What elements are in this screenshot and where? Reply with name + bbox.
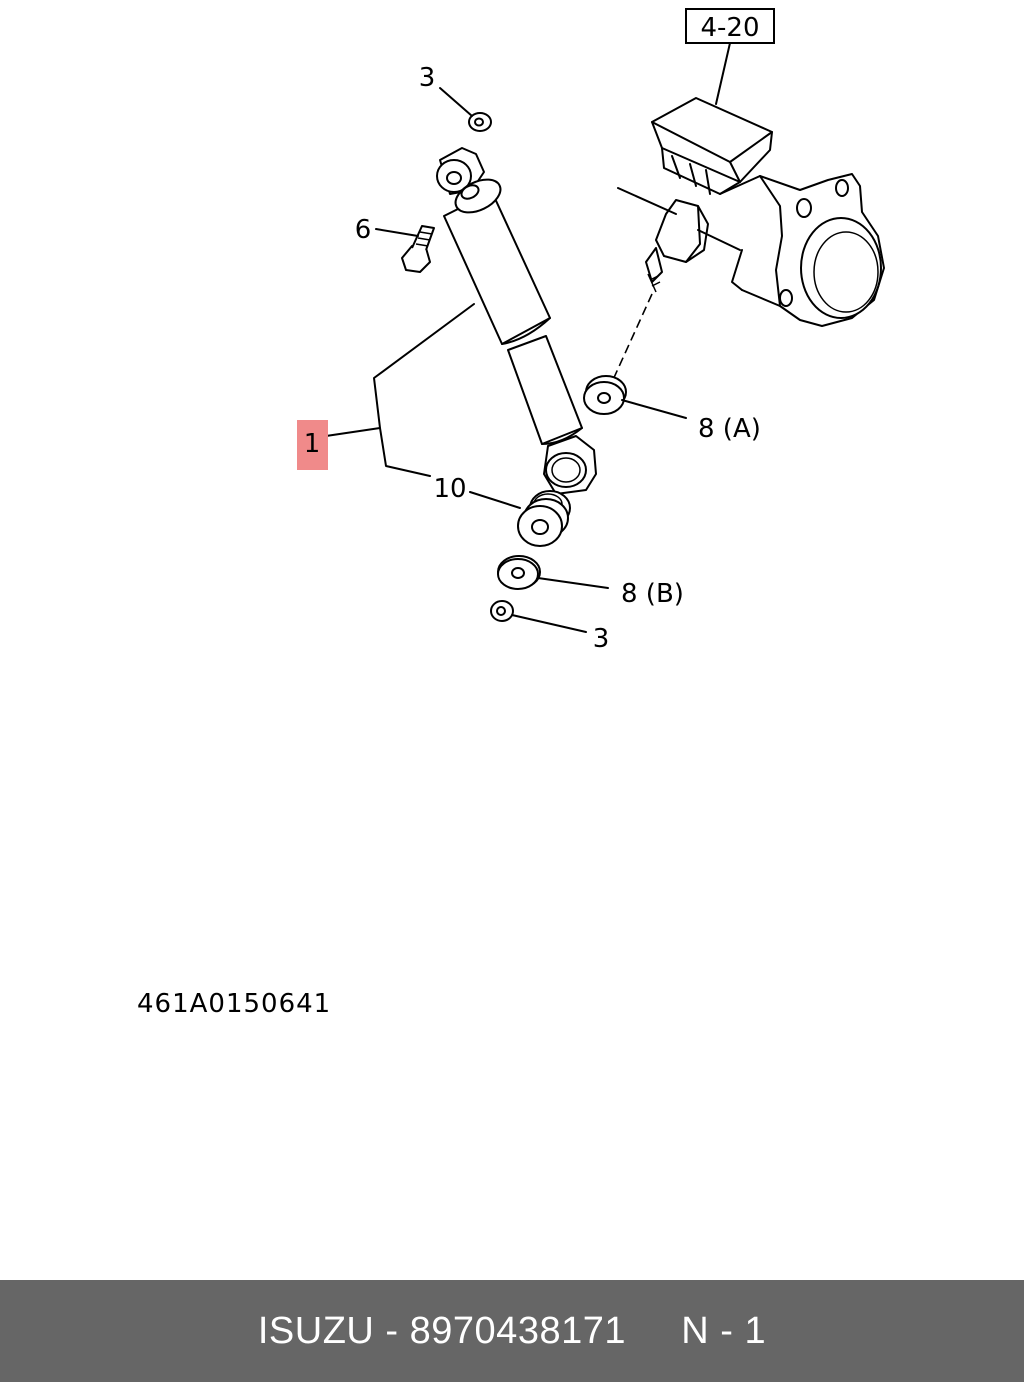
nut-top — [468, 112, 492, 132]
shock-absorber — [436, 147, 597, 495]
axle-housing — [617, 97, 885, 327]
nut-bottom — [490, 600, 514, 622]
washer-a — [583, 375, 627, 415]
callout-shock-absorber[interactable]: 1 — [304, 429, 321, 459]
callout-highlight — [297, 420, 328, 470]
callout-nut-bottom[interactable]: 3 — [593, 624, 610, 654]
callout-bolt[interactable]: 6 — [355, 215, 372, 245]
bushing-kit — [517, 490, 571, 547]
bolt — [401, 225, 435, 273]
reference-box-label: 4-20 — [700, 13, 759, 43]
washer-b — [497, 555, 541, 590]
footer-part-info: ISUZU - 8970438171 N - 1 — [257, 1309, 767, 1352]
parts-diagram: 4-20 3 — [137, 8, 885, 1019]
reference-box[interactable]: 4-20 — [685, 8, 775, 44]
footer-bar: ISUZU - 8970438171 N - 1 — [0, 1280, 1024, 1382]
callout-washer-b[interactable]: 8 (B) — [621, 579, 684, 609]
callout-bushing-kit[interactable]: 10 — [433, 474, 466, 504]
callout-washer-a[interactable]: 8 (A) — [698, 414, 761, 444]
callout-nut-top[interactable]: 3 — [419, 63, 436, 93]
drawing-code: 461A0150641 — [137, 989, 331, 1019]
